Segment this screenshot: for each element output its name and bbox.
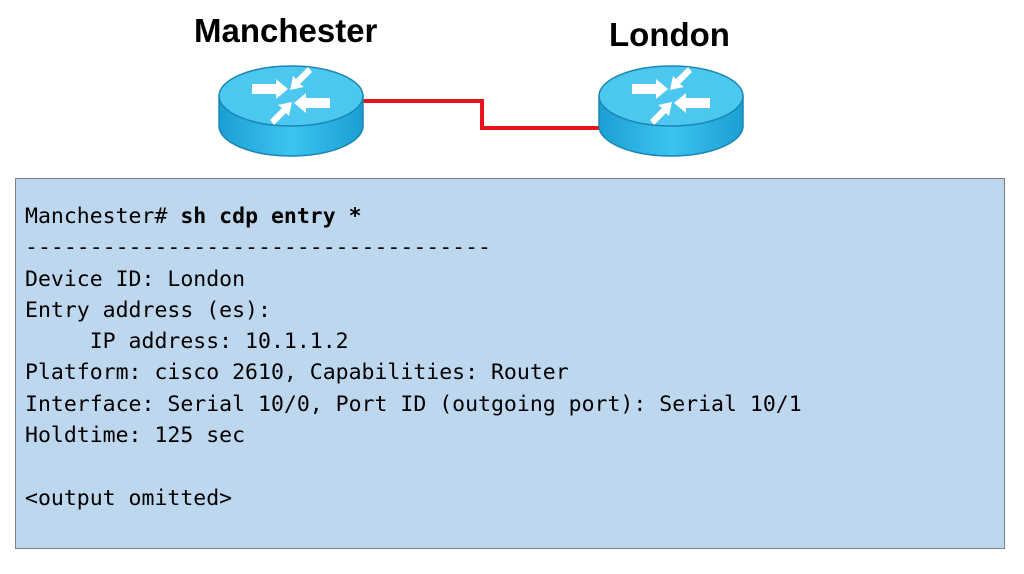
- command-line: Manchester# sh cdp entry *: [25, 201, 1004, 232]
- separator-line: ------------------------------------: [25, 235, 491, 261]
- serial-link: [360, 99, 602, 130]
- cli-command: sh cdp entry *: [180, 204, 362, 229]
- cli-prompt: Manchester#: [25, 204, 181, 229]
- output-line: Holdtime: 125 sec: [25, 423, 246, 449]
- output-line: Platform: cisco 2610, Capabilities: Rout…: [25, 360, 569, 386]
- output-omitted-note: <output omitted>: [25, 485, 233, 511]
- router-icon: [218, 65, 364, 157]
- output-line: Device ID: London: [25, 266, 246, 292]
- router-icon: [598, 65, 744, 157]
- router-label-manchester: Manchester: [194, 12, 378, 49]
- terminal-output: Manchester# sh cdp entry * -------------…: [15, 178, 1005, 549]
- output-line: IP address: 10.1.1.2: [25, 329, 349, 355]
- blank-line: [25, 451, 1004, 482]
- output-line: Entry address (es):: [25, 297, 271, 323]
- output-line: Interface: Serial 10/0, Port ID (outgoin…: [25, 391, 802, 417]
- router-label-london: London: [609, 16, 730, 53]
